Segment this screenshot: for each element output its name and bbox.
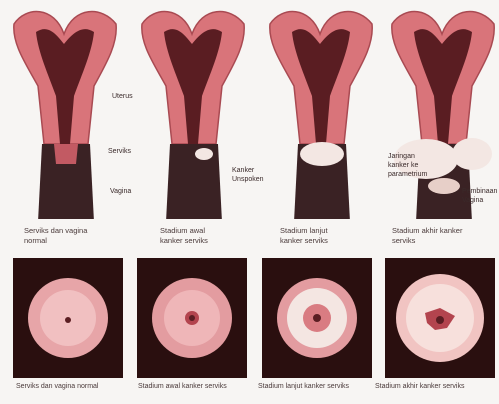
stage-2-caption-line-1: Stadium awal [160, 226, 208, 236]
photo-normal-caption: Serviks dan vagina normal [16, 382, 99, 391]
photo-advanced-stage [262, 258, 372, 378]
photo-advanced-caption: Stadium lanjut kanker serviks [258, 382, 349, 391]
photo-early-caption: Stadium awal kanker serviks [138, 382, 227, 391]
stage-4-caption: Stadium akhir kanker serviks [392, 226, 462, 246]
stage-2-diagram [134, 4, 259, 219]
stage-1-caption-line-1: Serviks dan vagina [24, 226, 87, 236]
stage-2-caption-line-2: kanker serviks [160, 236, 208, 246]
stage-1-caption: Serviks dan vagina normal [24, 226, 87, 246]
stage-3-caption-line-2: kanker serviks [280, 236, 328, 246]
cancer-cells-label: Kanker Unspoken [232, 166, 264, 184]
vagina-label: Vagina [110, 187, 131, 196]
spread-cancer-line-3: parametrium [388, 170, 427, 179]
stage-3-caption: Stadium lanjut kanker serviks [280, 226, 328, 246]
upper-vagina-label: Pembinaan Vagina [462, 187, 497, 205]
spread-cancer-label: Jaringan kanker ke parametrium [388, 152, 427, 179]
stage-1-caption-line-2: normal [24, 236, 87, 246]
photo-early-stage [137, 258, 247, 378]
photo-final-stage [385, 258, 495, 378]
upper-vagina-line-2: Vagina [462, 196, 497, 205]
stage-3-caption-line-1: Stadium lanjut [280, 226, 328, 236]
spread-cancer-line-1: Jaringan [388, 152, 427, 161]
photo-final-caption: Stadium akhir kanker serviks [375, 382, 464, 391]
stage-3-diagram [262, 4, 387, 219]
cancer-cells-line-1: Kanker [232, 166, 264, 175]
stage-4-caption-line-1: Stadium akhir kanker [392, 226, 462, 236]
cervix-label: Serviks [108, 147, 131, 156]
uterus-label: Uterus [112, 92, 133, 101]
upper-vagina-line-1: Pembinaan [462, 187, 497, 196]
photo-normal-cervix [13, 258, 123, 378]
cancer-cells-line-2: Unspoken [232, 175, 264, 184]
stage-4-caption-line-2: serviks [392, 236, 462, 246]
stage-2-caption: Stadium awal kanker serviks [160, 226, 208, 246]
spread-cancer-line-2: kanker ke [388, 161, 427, 170]
